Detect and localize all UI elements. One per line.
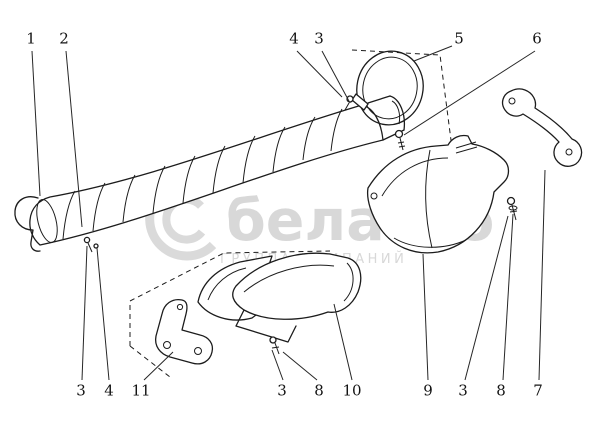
strap-hole (176, 303, 184, 311)
leader-line-9-12 (422, 253, 429, 381)
bolt-6 (394, 129, 406, 151)
leader-line-8-14 (502, 213, 514, 381)
leader-line-8-10 (282, 351, 318, 381)
callout-3-6: 3 (76, 381, 86, 400)
bracket-7 (501, 88, 583, 167)
shield-bolt-right (506, 196, 518, 221)
leader-line-5-4 (413, 45, 453, 62)
leader-line-3-13 (464, 215, 509, 381)
callout-7-15: 7 (533, 381, 543, 400)
leader-line-2-1 (65, 50, 83, 228)
callout-11-8: 11 (131, 381, 151, 400)
callout-1-0: 1 (26, 29, 36, 48)
strap-hole (163, 341, 171, 349)
leader-line-3-9 (271, 349, 284, 381)
leader-line-4-7 (96, 247, 110, 381)
shield-10-flange (235, 309, 297, 343)
leader-line-10-11 (333, 303, 353, 381)
bracket-hole (508, 97, 516, 105)
heat-shield-9 (366, 134, 518, 254)
callout-9-12: 9 (423, 381, 433, 400)
clamp-lug (351, 93, 369, 111)
pipe-spiral-seams (62, 108, 343, 240)
bracket-hole (565, 148, 573, 156)
strap-hole (194, 347, 202, 355)
clamp-ring (344, 50, 424, 151)
shield-hole (370, 192, 378, 200)
callout-6-5: 6 (532, 29, 542, 48)
callout-8-10: 8 (314, 381, 324, 400)
callout-5-4: 5 (454, 29, 464, 48)
inlet-hook (14, 196, 41, 252)
dashed-detail-outline (129, 49, 453, 378)
leader-line-7-15 (538, 169, 546, 381)
callout-3-3: 3 (314, 29, 324, 48)
pipe-inlet-opening (36, 199, 58, 243)
leader-line-6-5 (403, 50, 536, 136)
callout-2-1: 2 (59, 29, 69, 48)
callout-10-11: 10 (342, 381, 362, 400)
shield-bolt-lower (269, 336, 280, 355)
exhaust-pipe (14, 95, 406, 253)
leader-line-3-6 (81, 245, 88, 381)
leader-line-4-2 (296, 50, 343, 98)
callout-3-13: 3 (458, 381, 468, 400)
leader-line-3-3 (321, 50, 351, 104)
leader-line-1-0 (31, 50, 41, 197)
leader-line-11-8 (143, 351, 174, 381)
callout-8-14: 8 (496, 381, 506, 400)
leader-lines (31, 45, 546, 381)
lower-shield-assembly (154, 252, 362, 365)
inlet-fasteners (83, 236, 99, 253)
callout-3-9: 3 (277, 381, 287, 400)
callout-4-2: 4 (289, 29, 299, 48)
callout-4-7: 4 (104, 381, 114, 400)
